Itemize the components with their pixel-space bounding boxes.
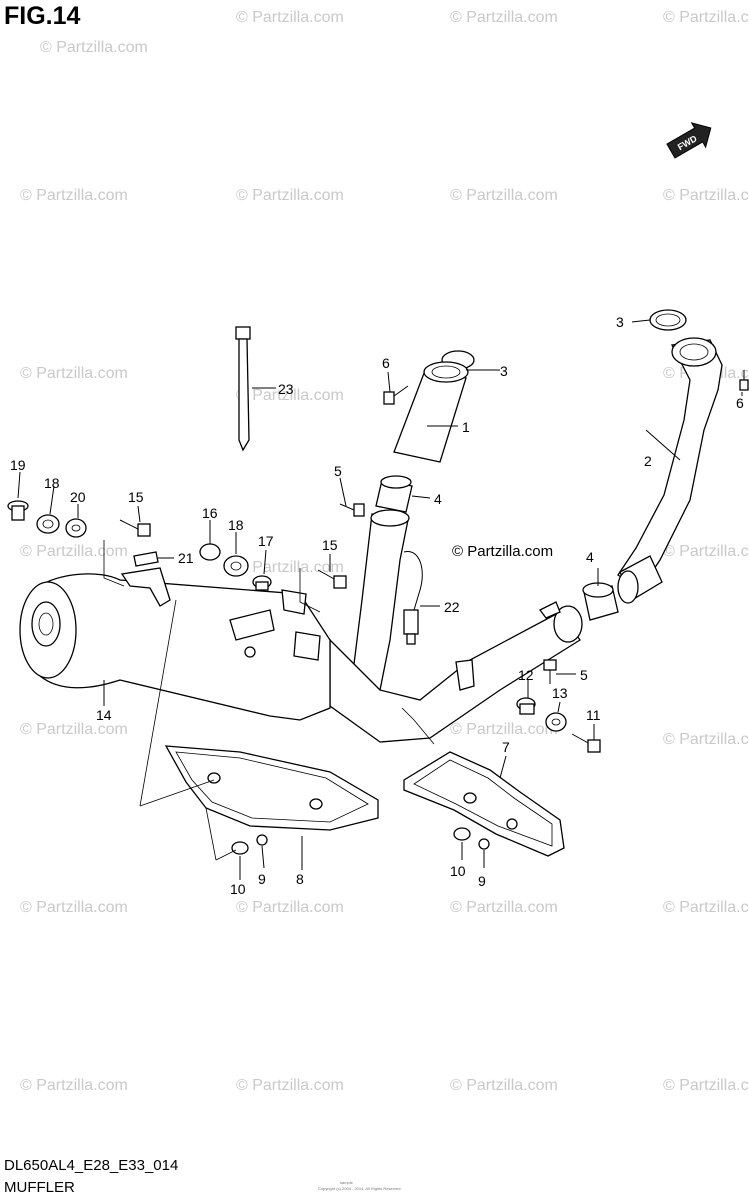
watermark: © Partzilla.com xyxy=(236,559,344,576)
watermark: © Partzilla.com xyxy=(236,1077,344,1094)
callout-6: 6 xyxy=(382,355,390,371)
collector-pipe-part xyxy=(329,509,583,743)
callout-1: 1 xyxy=(462,419,470,435)
callout-15: 15 xyxy=(128,489,144,505)
watermark: © Partzilla.com xyxy=(20,721,128,738)
bolt-6-top-part xyxy=(383,385,409,405)
callout-5: 5 xyxy=(334,463,342,479)
callout-4: 4 xyxy=(586,549,594,565)
watermark: © Partzilla.com xyxy=(663,9,749,26)
exhaust-pipe-2-part xyxy=(617,337,723,604)
section-name: MUFFLER xyxy=(4,1179,75,1196)
exhaust-pipe-1-part xyxy=(393,361,469,463)
footer-note-small: Copyright (c) 2004 - 2014, All Rights Re… xyxy=(318,1186,402,1191)
leader-lines xyxy=(17,319,743,880)
callout-18: 18 xyxy=(44,475,60,491)
footer-note-small2: sample xyxy=(340,1180,353,1185)
watermark: © Partzilla.com xyxy=(663,543,749,560)
callout-labels: 1 2 3 3 4 4 5 5 6 6 7 8 9 9 10 10 11 12 … xyxy=(10,314,744,897)
callout-9: 9 xyxy=(478,873,486,889)
watermark: © Partzilla.com xyxy=(20,543,128,560)
callout-3: 3 xyxy=(616,314,624,330)
callout-15: 15 xyxy=(322,537,338,553)
callout-2: 2 xyxy=(644,453,652,469)
watermark: © Partzilla.com xyxy=(236,187,344,204)
callout-12: 12 xyxy=(518,667,534,683)
callout-10: 10 xyxy=(450,863,466,879)
fastener-group-right xyxy=(231,659,601,855)
fastener-group-left xyxy=(7,500,365,607)
watermark: © Partzilla.com xyxy=(450,9,558,26)
cable-tie-part xyxy=(235,326,251,452)
watermark: © Partzilla.com xyxy=(236,387,344,404)
watermark: © Partzilla.com xyxy=(663,731,749,748)
callout-7: 7 xyxy=(502,739,510,755)
callout-13: 13 xyxy=(552,685,568,701)
callout-20: 20 xyxy=(70,489,86,505)
callout-10: 10 xyxy=(230,881,246,897)
center-credit: © Partzilla.com xyxy=(452,543,553,560)
callout-11: 11 xyxy=(586,707,601,723)
callout-18: 18 xyxy=(228,517,244,533)
watermark: © Partzilla.com xyxy=(236,9,344,26)
watermark: © Partzilla.com xyxy=(450,1077,558,1094)
callout-17: 17 xyxy=(258,533,274,549)
fwd-arrow-icon: FWD xyxy=(666,122,712,159)
watermark: © Partzilla.com xyxy=(236,899,344,916)
callout-8: 8 xyxy=(296,871,304,887)
callout-14: 14 xyxy=(96,707,112,723)
watermark-layer: © Partzilla.com © Partzilla.com © Partzi… xyxy=(20,9,749,1094)
watermark: © Partzilla.com xyxy=(450,721,558,738)
callout-23: 23 xyxy=(278,381,294,397)
callout-5: 5 xyxy=(580,667,588,683)
oxygen-sensor-part xyxy=(403,551,423,645)
watermark: © Partzilla.com xyxy=(20,1077,128,1094)
callout-22: 22 xyxy=(444,599,460,615)
watermark: © Partzilla.com xyxy=(40,39,148,56)
callout-16: 16 xyxy=(202,505,218,521)
watermark: © Partzilla.com xyxy=(663,187,749,204)
figure-title: FIG.14 xyxy=(4,2,81,30)
watermark: © Partzilla.com xyxy=(20,365,128,382)
gasket-ring-part xyxy=(649,309,687,331)
sleeve-4-center-part xyxy=(375,475,413,513)
model-code: DL650AL4_E28_E33_014 xyxy=(4,1157,179,1174)
heat-shield-7-part xyxy=(403,751,565,857)
watermark: © Partzilla.com xyxy=(450,187,558,204)
bolt-6-right-part xyxy=(739,370,749,391)
watermark: © Partzilla.com xyxy=(20,187,128,204)
watermark: © Partzilla.com xyxy=(450,899,558,916)
heat-shield-8-part xyxy=(164,745,379,831)
callout-19: 19 xyxy=(10,457,26,473)
watermark: © Partzilla.com xyxy=(20,899,128,916)
callout-9: 9 xyxy=(258,871,266,887)
callout-21: 21 xyxy=(178,550,194,566)
callout-4: 4 xyxy=(434,491,442,507)
watermark: © Partzilla.com xyxy=(663,899,749,916)
watermark: © Partzilla.com xyxy=(663,1077,749,1094)
callout-6: 6 xyxy=(736,395,744,411)
callout-3: 3 xyxy=(500,363,508,379)
muffler-body-part xyxy=(19,573,331,721)
sleeve-4-right-part xyxy=(582,582,619,621)
